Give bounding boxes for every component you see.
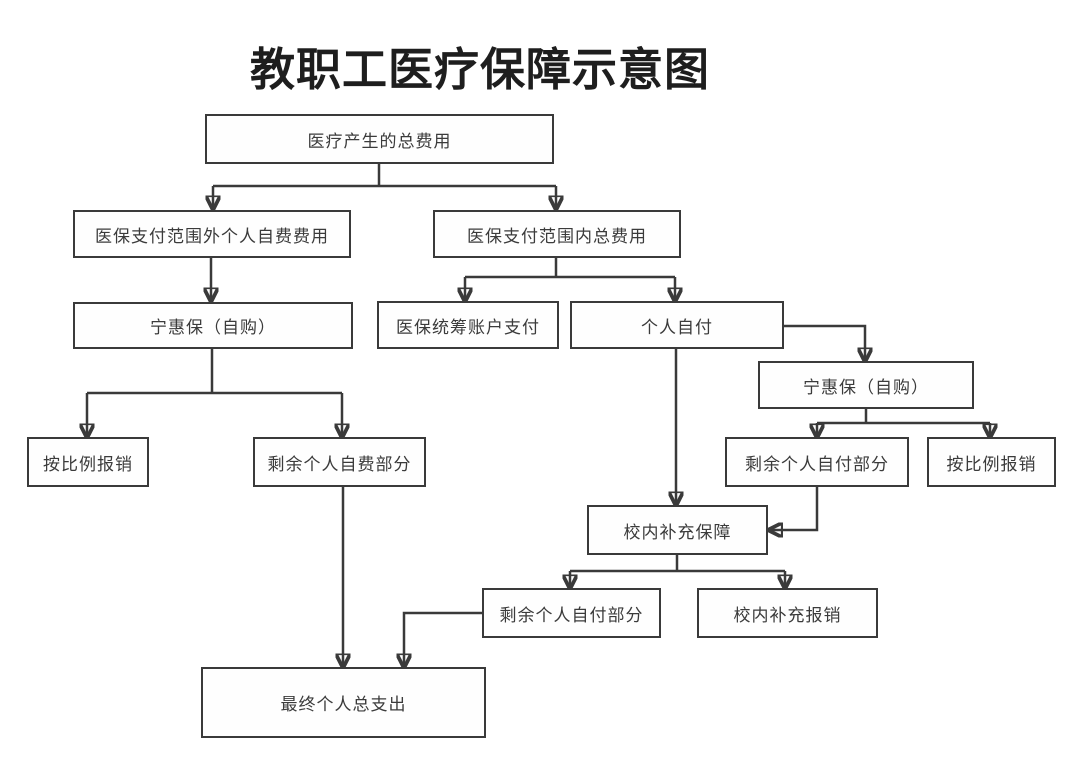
connector-within-split	[465, 257, 675, 279]
node-remaining-self-pay-right: 剩余个人自付部分	[725, 437, 909, 487]
connector-arrow-remaining-right-to-campus	[770, 486, 819, 530]
page-title: 教职工医疗保障示意图	[249, 44, 711, 95]
connector-ninghuibao-left-split	[87, 348, 342, 395]
node-outside-scope-self-paid: 医保支付范围外个人自费费用	[73, 210, 351, 258]
connector-total-split	[213, 163, 556, 188]
node-proportional-reimbursement-left: 按比例报销	[27, 437, 149, 487]
connector-ninghuibao-right-split	[817, 408, 990, 425]
node-total-medical-cost: 医疗产生的总费用	[205, 114, 554, 164]
node-pooling-account-payment: 医保统筹账户支付	[377, 301, 559, 349]
node-ninghuibao-right: 宁惠保（自购）	[758, 361, 974, 409]
node-personal-self-pay: 个人自付	[570, 301, 784, 349]
node-final-personal-total-expense: 最终个人总支出	[201, 667, 486, 738]
node-within-scope-total: 医保支付范围内总费用	[433, 210, 681, 258]
node-campus-supplementary-insurance: 校内补充保障	[587, 505, 768, 555]
node-ninghuibao-left: 宁惠保（自购）	[73, 302, 353, 349]
node-remaining-self-paid-expense: 剩余个人自费部分	[253, 437, 426, 487]
connector-arrow-bottom-to-final	[404, 611, 482, 666]
node-campus-supplementary-reimbursement: 校内补充报销	[697, 588, 878, 638]
node-proportional-reimbursement-right: 按比例报销	[927, 437, 1056, 487]
connector-arrow-to-ninghuibao-right	[783, 324, 865, 360]
connector-campus-split	[570, 554, 785, 573]
node-remaining-self-pay-bottom: 剩余个人自付部分	[482, 588, 661, 638]
